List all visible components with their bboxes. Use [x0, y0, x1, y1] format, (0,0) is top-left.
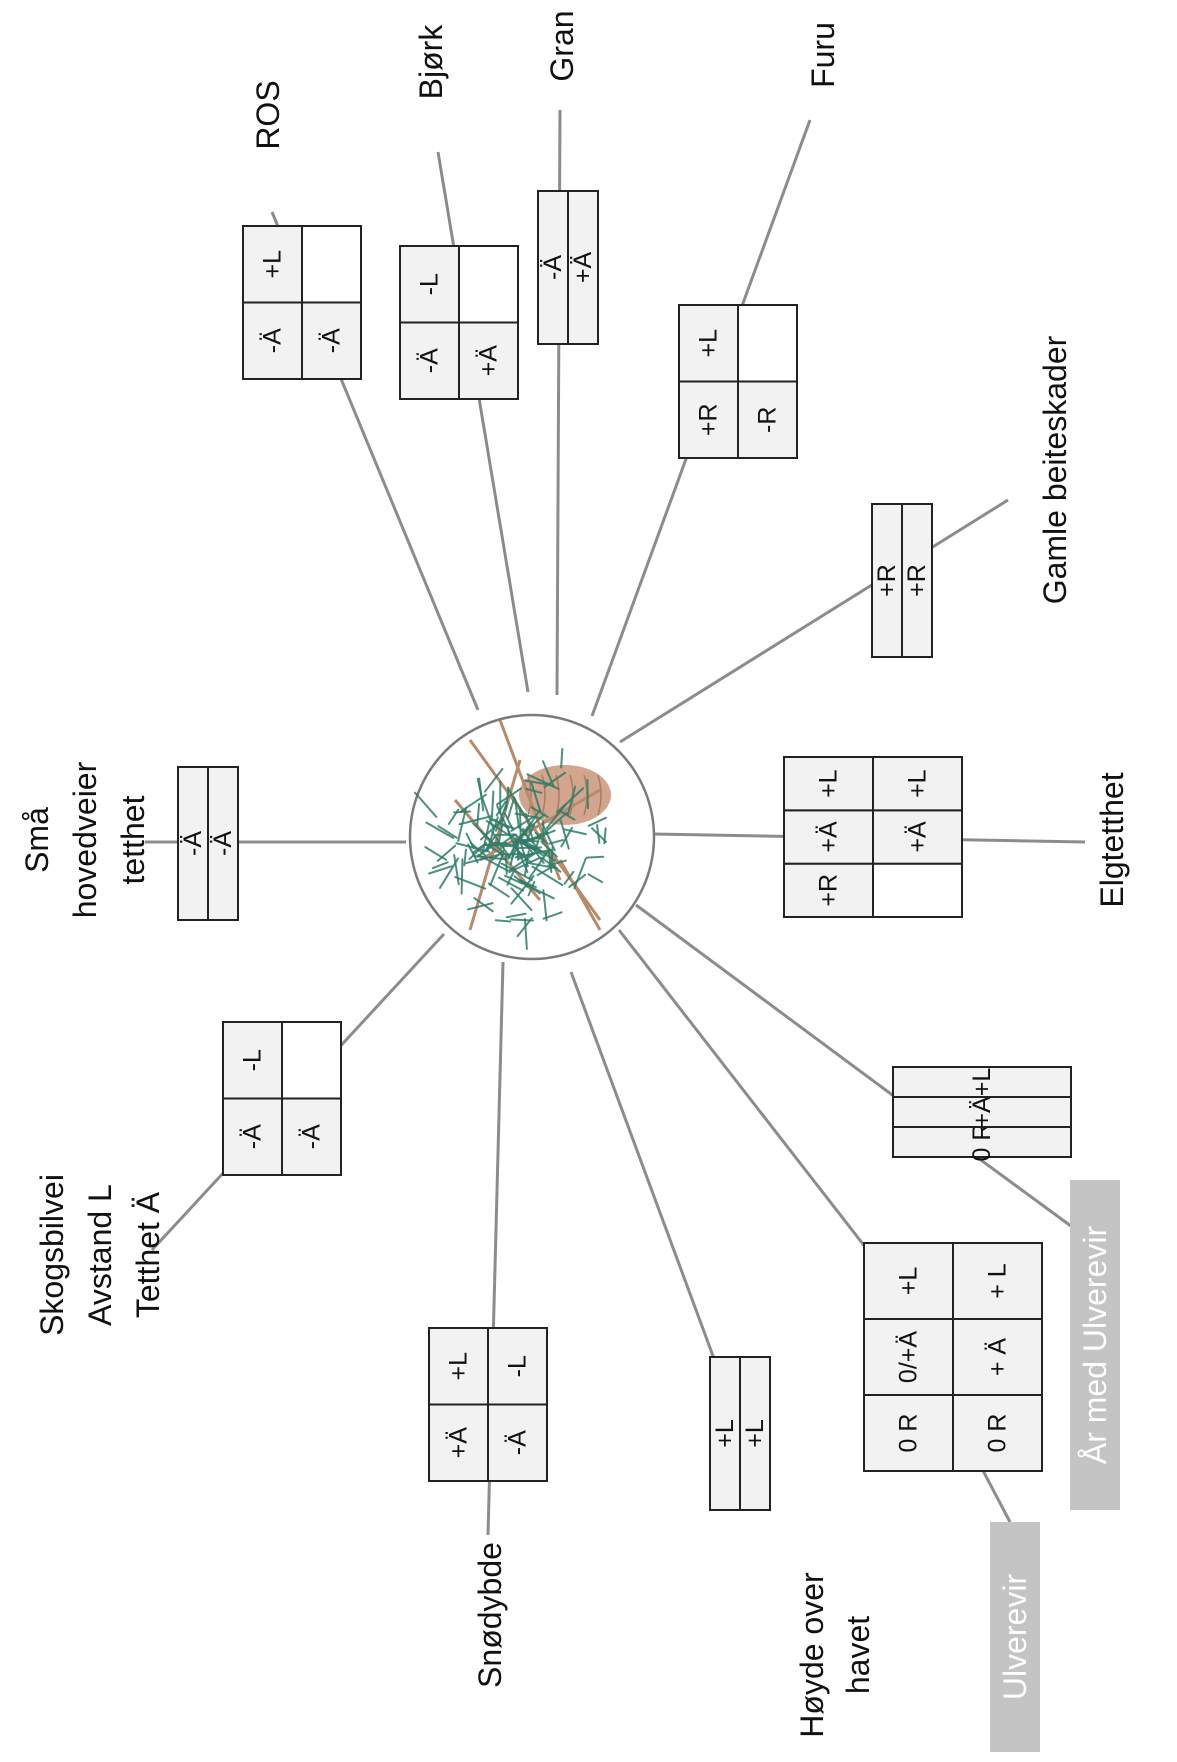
label-gran: Gran: [544, 10, 580, 81]
cell-value: 0 R: [895, 1414, 923, 1453]
cell-value: +L: [259, 250, 287, 279]
label-text: Ulverevir: [997, 1574, 1033, 1701]
cell-value: -Ä: [539, 255, 567, 280]
cell-bjork-1-1: [459, 246, 518, 323]
cell-value: +L: [904, 769, 932, 798]
cell-value: +L: [711, 1419, 739, 1448]
cell-elgtetthet-1-0: [873, 864, 962, 917]
cell-furu-1-1: [738, 305, 797, 382]
cell-value: +Ä: [445, 1427, 473, 1459]
table-ar-med-ulverevir: 0 R+Ä+L: [893, 1067, 1071, 1161]
table-gran: -Ä+Ä: [538, 191, 598, 344]
table-hoyde-over-havet: +L+L: [710, 1357, 770, 1510]
label-sma-hovedveier: tetthet: [115, 795, 151, 884]
center-node: [410, 715, 654, 959]
table-ros: -Ä +L -Ä: [243, 226, 361, 379]
label-text: År med Ulverevir: [1077, 1226, 1113, 1465]
table-skogsbilvei: -Ä -L -Ä: [223, 1022, 341, 1175]
cell-value: -Ä: [504, 1430, 532, 1455]
label-gamle-beiteskader: Gamle beiteskader: [1037, 335, 1073, 604]
connector-gamle-beiteskader: [620, 500, 1008, 742]
table-ulverevir: 0 R 0/+Ä +L 0 R + Ä + L: [864, 1243, 1042, 1471]
cell-value: +Ä: [904, 821, 932, 853]
label-skogsbilvei: Avstand L: [82, 1184, 118, 1326]
cell-value: +L: [815, 769, 843, 798]
table-elgtetthet: +R +Ä +L +Ä +L: [784, 757, 962, 917]
label-elgtetthet: Elgtetthet: [1094, 772, 1130, 907]
table-gamle-beiteskader: +R+R: [872, 504, 932, 657]
cell-value: +L: [695, 329, 723, 358]
cell-value: +L: [741, 1419, 769, 1448]
label-hoyde-over-havet: Høyde over: [794, 1572, 830, 1738]
label-ulverevir: Ulverevir: [990, 1522, 1040, 1752]
table-furu: +R +L -R: [679, 305, 797, 458]
cell-value: 0 R: [984, 1414, 1012, 1453]
connector-bjork: [438, 152, 528, 692]
label-snodybde: Snødybde: [472, 1542, 508, 1688]
cell-value: +Ä: [815, 821, 843, 853]
cell-value: -R: [754, 407, 782, 433]
cell-value: +Ä: [968, 1096, 996, 1128]
label-hoyde-over-havet: havet: [840, 1616, 876, 1694]
label-ros: ROS: [250, 80, 286, 149]
cell-value: -Ä: [239, 1124, 267, 1149]
cell-value: -Ä: [179, 831, 207, 856]
table-snodybde: +Ä +L -Ä -L: [429, 1328, 547, 1481]
cell-value: +R: [815, 874, 843, 907]
cell-value: -L: [239, 1049, 267, 1071]
cell-value: +R: [903, 564, 931, 597]
cell-value: +L: [895, 1267, 923, 1296]
label-sma-hovedveier: hovedveier: [67, 761, 103, 918]
cell-value: -L: [416, 273, 444, 295]
cell-value: 0/+Ä: [895, 1331, 923, 1383]
label-furu: Furu: [805, 22, 841, 88]
label-sma-hovedveier: Små: [19, 807, 55, 873]
table-bjork: -Ä -L +Ä: [400, 246, 518, 399]
cell-value: +R: [873, 564, 901, 597]
cell-value: -Ä: [416, 348, 444, 373]
label-bjork: Bjørk: [413, 24, 449, 100]
cell-value: -L: [504, 1355, 532, 1377]
cell-value: -Ä: [259, 328, 287, 353]
cell-value: + L: [984, 1263, 1012, 1299]
cell-value: +R: [695, 403, 723, 436]
label-skogsbilvei: Skogsbilvei: [34, 1174, 70, 1336]
cell-ros-1-1: [302, 226, 361, 303]
table-sma-hovedveier: -Ä-Ä: [178, 767, 238, 920]
cell-value: -Ä: [209, 831, 237, 856]
cell-value: -Ä: [298, 1124, 326, 1149]
label-skogsbilvei: Tetthet Ä: [130, 1191, 166, 1318]
cell-value: -Ä: [318, 328, 346, 353]
cell-value: +L: [968, 1068, 996, 1097]
cell-value: +L: [445, 1352, 473, 1381]
cell-value: +Ä: [475, 345, 503, 377]
cell-skogsbilvei-1-1: [282, 1022, 341, 1099]
cell-value: + Ä: [984, 1338, 1012, 1377]
cell-value: +Ä: [569, 252, 597, 284]
label-ar-med-ulverevir: År med Ulverevir: [1070, 1180, 1120, 1510]
